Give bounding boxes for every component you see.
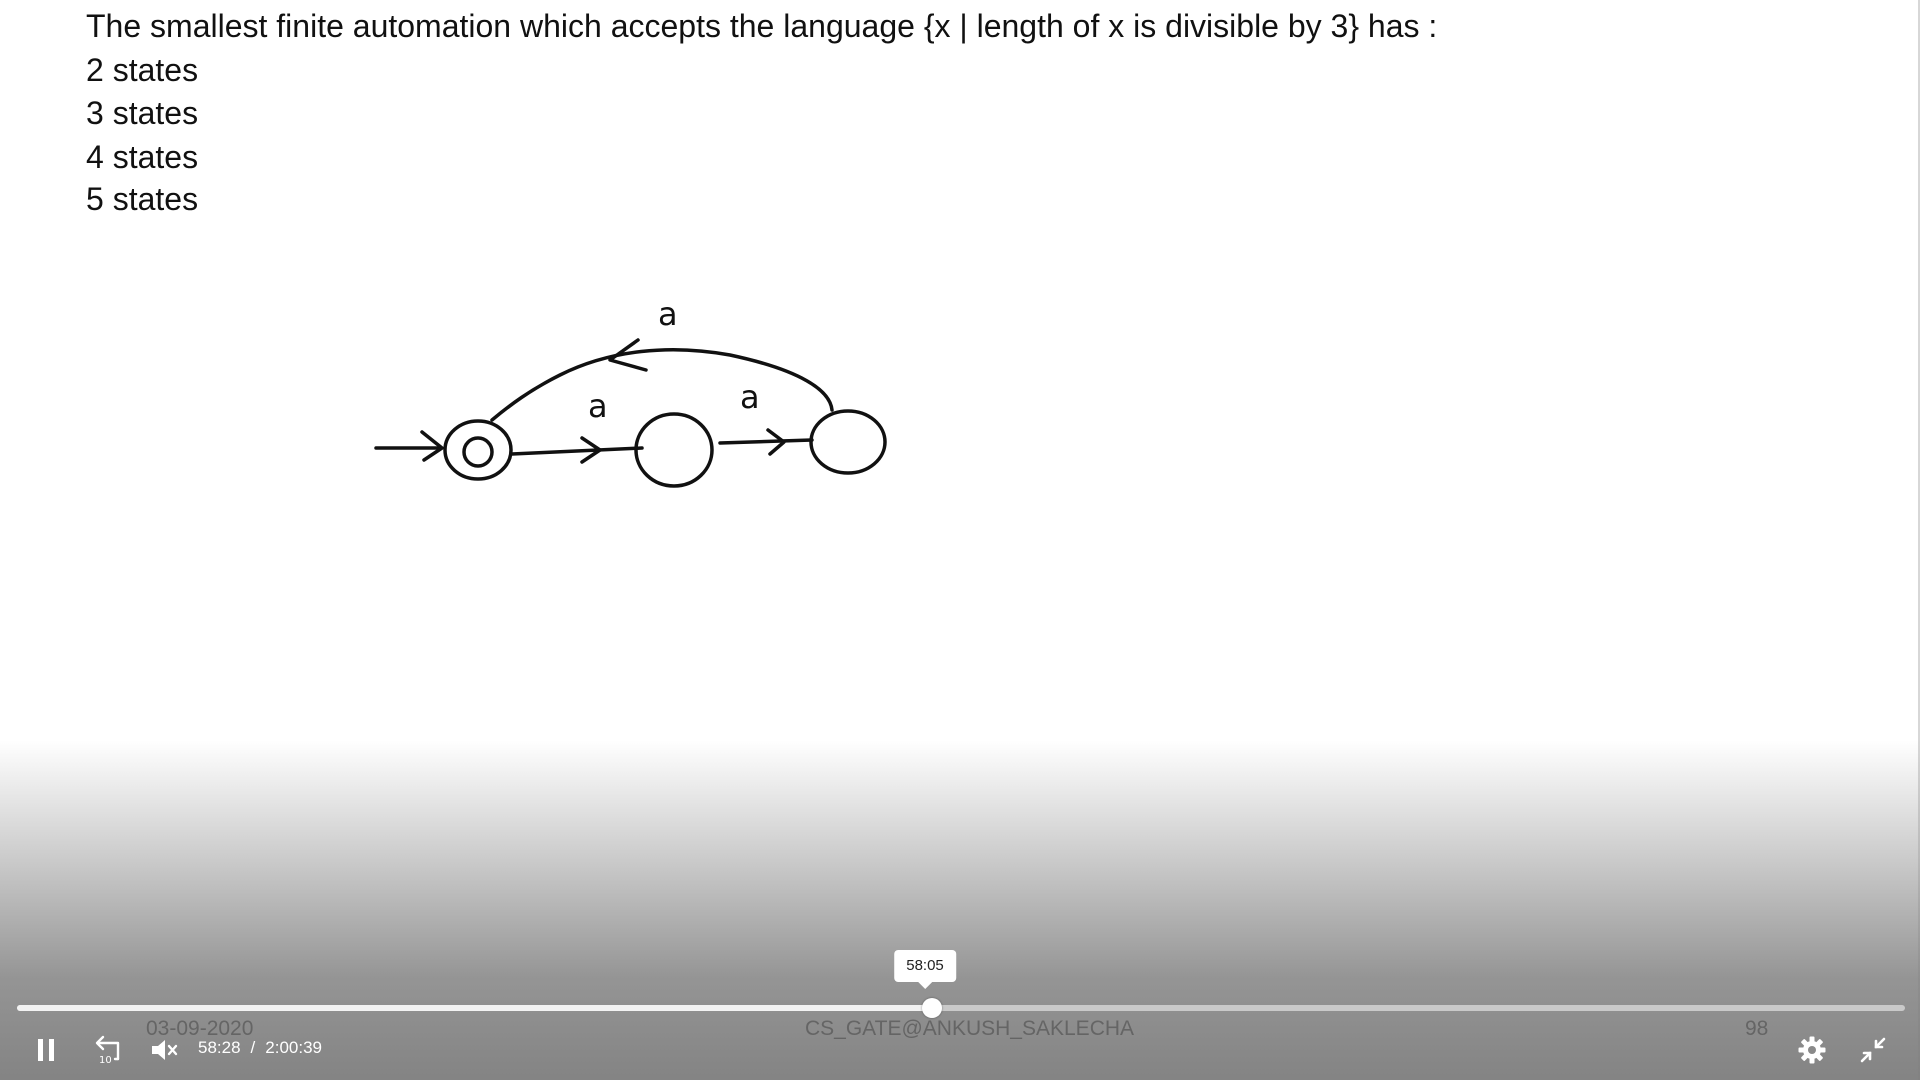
edge-q2-q0 <box>490 348 834 422</box>
state-q2 <box>809 409 887 475</box>
option-3: 4 states <box>86 139 199 175</box>
watermark-author: CS_GATE@ANKUSH_SAKLECHA <box>805 1017 1135 1040</box>
seek-bar[interactable] <box>17 998 1905 1018</box>
loop-label: a <box>658 295 678 333</box>
option-4: 5 states <box>86 181 199 217</box>
rewind-10-icon: 10 <box>95 1035 120 1066</box>
dfa-diagram: a a a <box>374 295 887 488</box>
edge-q0-q1 <box>510 446 644 456</box>
edge-q1-q2-head <box>766 428 786 456</box>
current-time: 58:28 <box>198 1038 241 1057</box>
time-separator: / <box>250 1038 256 1057</box>
watermark-date: 03-09-2020 <box>146 1017 254 1040</box>
time-display: 58:28 / 2:00:39 <box>198 1038 322 1058</box>
controls-overlay <box>0 740 1920 1080</box>
exit-fullscreen-button[interactable] <box>1853 1030 1893 1070</box>
edge-q1-q2 <box>718 438 814 445</box>
seek-preview-time: 58:05 <box>894 950 956 989</box>
edge-label-1: a <box>588 387 608 425</box>
state-q0-outer <box>443 419 513 481</box>
watermark-page-number: 98 <box>1745 1017 1769 1040</box>
edge-q2-q0-head <box>608 338 648 372</box>
question-text: The smallest finite automation which acc… <box>86 8 1438 44</box>
gear-icon <box>1798 1036 1826 1064</box>
state-q1 <box>634 412 714 488</box>
duration: 2:00:39 <box>265 1038 323 1057</box>
rewind-amount: 10 <box>99 1055 112 1066</box>
mute-button[interactable] <box>144 1030 184 1070</box>
volume-icon <box>152 1040 178 1060</box>
state-q0-inner <box>462 436 494 468</box>
start-arrow-head <box>420 430 444 462</box>
seek-knob[interactable] <box>922 998 942 1018</box>
edge-label-2: a <box>740 378 760 416</box>
exit-fullscreen-icon <box>1860 1037 1886 1063</box>
rewind-10-button[interactable]: 10 <box>87 1030 127 1070</box>
pause-button[interactable] <box>26 1030 66 1070</box>
settings-button[interactable] <box>1792 1030 1832 1070</box>
frame-edge <box>1918 0 1920 1080</box>
seek-bar-played <box>17 1005 932 1011</box>
edge-q0-q1-head <box>580 436 602 464</box>
option-2: 3 states <box>86 95 199 131</box>
option-1: 2 states <box>86 52 199 88</box>
pause-icon <box>38 1039 54 1061</box>
